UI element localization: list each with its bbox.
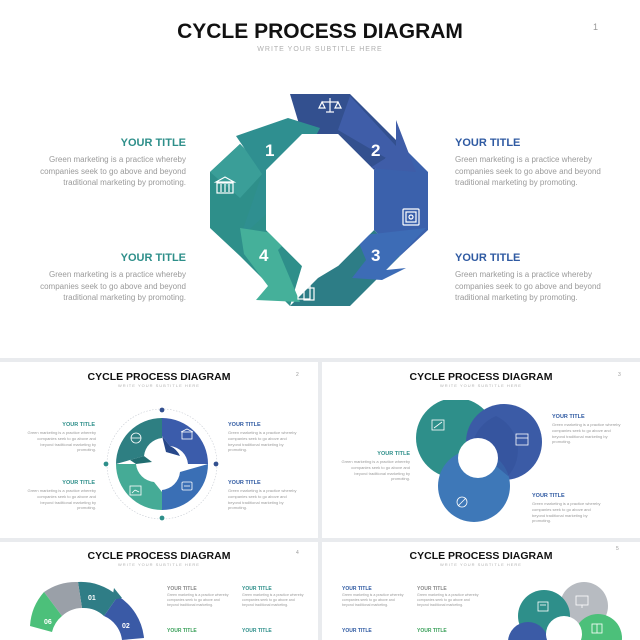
block-text: Green marketing is a practice whereby co… xyxy=(40,270,186,303)
monitor-icon xyxy=(575,595,589,608)
page-number: 5 xyxy=(616,546,619,552)
page-number: 3 xyxy=(618,372,621,378)
page-number: 1 xyxy=(593,22,599,32)
block-title: YOUR TITLE xyxy=(417,586,447,592)
block-text: Green marketing is a practice whereby co… xyxy=(40,155,186,188)
block-title: YOUR TITLE xyxy=(228,480,261,486)
step-number: 2 xyxy=(371,141,380,160)
block-text: Green marketing is a practice whereby co… xyxy=(27,430,96,453)
slide-subtitle: WRITE YOUR SUBTITLE HERE xyxy=(118,383,200,388)
slide-3[interactable]: CYCLE PROCESS DIAGRAM WRITE YOUR SUBTITL… xyxy=(322,362,640,538)
block-title: YOUR TITLE xyxy=(532,493,565,499)
calendar-icon xyxy=(515,433,529,446)
block-title: YOUR TITLE xyxy=(342,586,372,592)
center-hole xyxy=(266,134,374,266)
block-title: YOUR TITLE xyxy=(455,252,521,264)
slide-title: CYCLE PROCESS DIAGRAM xyxy=(87,371,231,383)
ribbon-right xyxy=(374,144,428,256)
segment-right xyxy=(162,464,208,510)
rocket-icon xyxy=(181,481,193,491)
step-number: 06 xyxy=(44,619,52,626)
segment-bottom xyxy=(116,464,162,510)
easel-icon xyxy=(431,419,445,431)
center-hole xyxy=(458,438,498,478)
slide-title: CYCLE PROCESS DIAGRAM xyxy=(177,20,463,43)
block-title: YOUR TITLE xyxy=(120,137,186,149)
circle-cycle xyxy=(508,582,622,640)
slide-title: CYCLE PROCESS DIAGRAM xyxy=(409,550,553,562)
arrow-2 xyxy=(338,96,416,172)
slide-subtitle: WRITE YOUR SUBTITLE HERE xyxy=(440,383,522,388)
segment-top xyxy=(162,418,208,464)
slide-subtitle: WRITE YOUR SUBTITLE HERE xyxy=(440,562,522,567)
block-text: Green marketing is a practice whereby co… xyxy=(417,593,479,608)
block-title: YOUR TITLE xyxy=(377,451,410,457)
block-text: Green marketing is a practice whereby co… xyxy=(455,270,601,303)
slide-subtitle: WRITE YOUR SUBTITLE HERE xyxy=(257,46,383,53)
block-title: YOUR TITLE xyxy=(167,628,197,634)
arrow-3 xyxy=(352,228,426,280)
step-number: 02 xyxy=(122,623,130,630)
gift-icon xyxy=(591,623,603,634)
segment-left xyxy=(116,418,162,464)
block-text: Green marketing is a practice whereby co… xyxy=(532,501,601,524)
slide-2[interactable]: CYCLE PROCESS DIAGRAM WRITE YOUR SUBTITL… xyxy=(0,362,318,538)
slide-title: CYCLE PROCESS DIAGRAM xyxy=(87,550,231,562)
block-title: YOUR TITLE xyxy=(167,586,197,592)
slide-1[interactable]: CYCLE PROCESS DIAGRAM WRITE YOUR SUBTITL… xyxy=(0,0,640,358)
block-text: Green marketing is a practice whereby co… xyxy=(228,488,297,511)
block-title: YOUR TITLE xyxy=(62,422,95,428)
cycle-diagram: 1 2 3 4 xyxy=(210,94,428,306)
bank-icon xyxy=(180,428,194,440)
segmented-ring: 01 02 06 xyxy=(30,581,144,640)
newspaper-icon xyxy=(537,601,549,612)
scale-icon xyxy=(318,98,342,113)
document-icon xyxy=(297,282,315,301)
block-title: YOUR TITLE xyxy=(242,628,272,634)
arrow-4 xyxy=(240,228,300,302)
globe-icon xyxy=(130,432,142,444)
block-text: Green marketing is a practice whereby co… xyxy=(242,593,304,608)
step-number: 4 xyxy=(259,246,269,265)
safe-icon xyxy=(402,208,420,226)
slide-4[interactable]: CYCLE PROCESS DIAGRAM WRITE YOUR SUBTITL… xyxy=(0,542,318,640)
tools-icon xyxy=(456,496,468,508)
block-text: Green marketing is a practice whereby co… xyxy=(552,422,621,445)
block-title: YOUR TITLE xyxy=(120,252,186,264)
ring-diagram xyxy=(416,400,542,522)
block-text: Green marketing is a practice whereby co… xyxy=(27,488,96,511)
bank-icon xyxy=(213,176,237,194)
chart-icon xyxy=(129,485,142,496)
block-title: YOUR TITLE xyxy=(62,480,95,486)
block-title: YOUR TITLE xyxy=(242,586,272,592)
pinwheel-diagram xyxy=(103,407,219,521)
page-number: 2 xyxy=(296,372,299,378)
block-text: Green marketing is a practice whereby co… xyxy=(341,459,410,482)
block-title: YOUR TITLE xyxy=(342,628,372,634)
block-title: YOUR TITLE xyxy=(552,414,585,420)
page-number: 4 xyxy=(296,550,299,556)
block-text: Green marketing is a practice whereby co… xyxy=(342,593,404,608)
step-number: 3 xyxy=(371,246,380,265)
step-number: 1 xyxy=(265,141,274,160)
slide-subtitle: WRITE YOUR SUBTITLE HERE xyxy=(118,562,200,567)
slide-5[interactable]: CYCLE PROCESS DIAGRAM WRITE YOUR SUBTITL… xyxy=(322,542,640,640)
step-number: 01 xyxy=(88,595,96,602)
block-text: Green marketing is a practice whereby co… xyxy=(167,593,229,608)
slide-title: CYCLE PROCESS DIAGRAM xyxy=(409,371,553,383)
block-title: YOUR TITLE xyxy=(417,628,447,634)
block-title: YOUR TITLE xyxy=(228,422,261,428)
block-title: YOUR TITLE xyxy=(455,137,521,149)
block-text: Green marketing is a practice whereby co… xyxy=(455,155,601,188)
block-text: Green marketing is a practice whereby co… xyxy=(228,430,297,453)
